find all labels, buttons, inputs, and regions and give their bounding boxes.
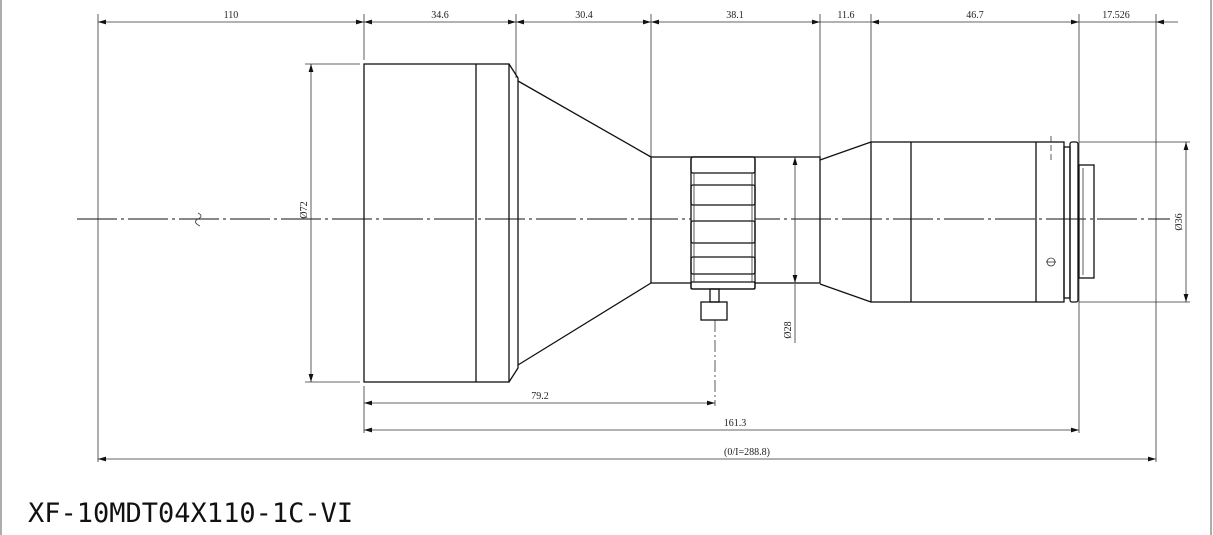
extension-lines xyxy=(97,14,1157,462)
part-number-title: XF-10MDT04X110-1C-VI xyxy=(28,498,353,529)
front-barrel xyxy=(363,63,652,383)
dim-label: 38.1 xyxy=(726,10,744,21)
bottom-dimensions: 79.2 161.3 (0/I=288.8) xyxy=(98,391,1156,462)
dim-front-diameter: Ø72 xyxy=(299,63,360,383)
break-symbol-icon xyxy=(195,212,202,227)
dim-label: 34.6 xyxy=(431,10,449,21)
rear-barrel xyxy=(819,136,1095,303)
dim-middle-diameter: Ø28 xyxy=(783,157,798,339)
dim-lens-length: 161.3 xyxy=(724,418,747,429)
dim-label: 17.526 xyxy=(1102,10,1130,21)
locking-screw[interactable] xyxy=(700,288,728,321)
svg-text:Ø28: Ø28 xyxy=(783,321,794,338)
dim-label: 30.4 xyxy=(575,10,593,21)
svg-text:Ø36: Ø36 xyxy=(1174,213,1185,230)
dim-label: 46.7 xyxy=(966,10,984,21)
top-dimension-chain: 110 34.6 30.4 38.1 11.6 46.7 17.526 xyxy=(98,10,1178,25)
dim-rear-diameter: Ø36 xyxy=(1079,141,1190,303)
dim-label: 11.6 xyxy=(837,10,854,21)
dim-screw-position: 79.2 xyxy=(531,391,549,402)
dim-label: 110 xyxy=(224,10,239,21)
svg-text:Ø72: Ø72 xyxy=(299,201,310,218)
focus-ring xyxy=(690,156,756,290)
dim-total-length: (0/I=288.8) xyxy=(724,447,770,458)
